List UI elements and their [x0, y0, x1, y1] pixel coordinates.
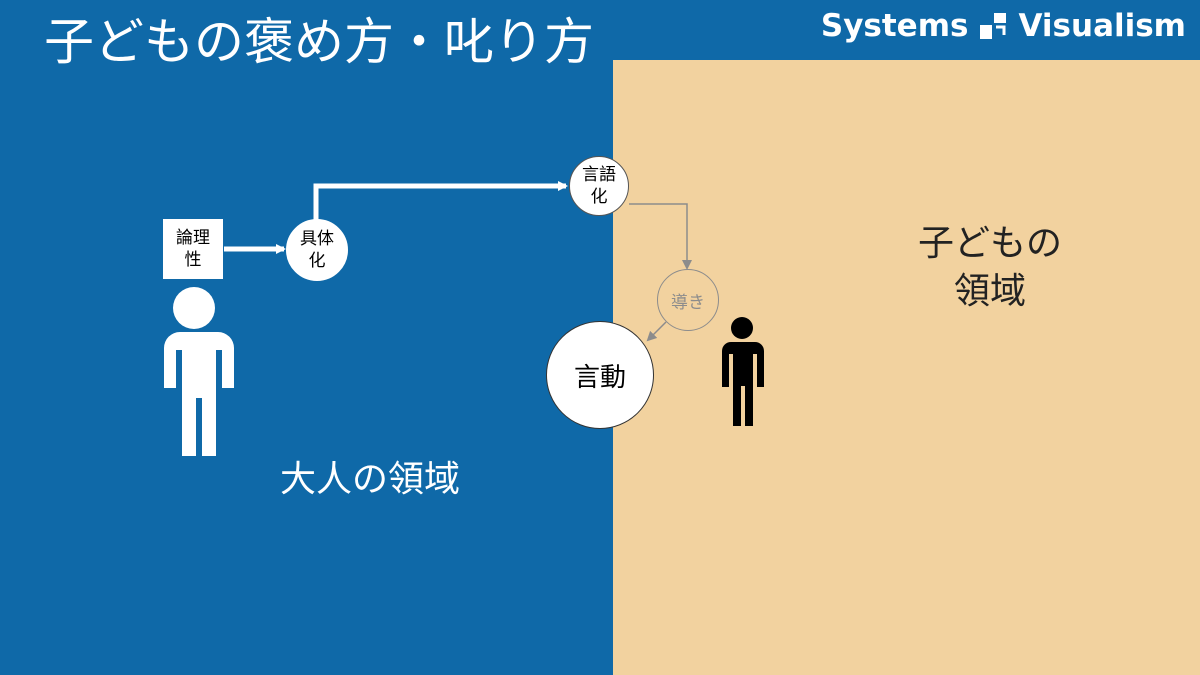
logic-node: 論理性	[163, 219, 223, 279]
adult-area-label: 大人の領域	[280, 459, 461, 500]
logic-node-line1: 論理	[176, 228, 210, 248]
child-area-background	[613, 60, 1200, 675]
child-area-label-line1: 子どもの	[917, 223, 1062, 264]
arrow-verbalize-to-guidance	[629, 203, 692, 270]
verbalize-node-line1: 言語	[582, 165, 616, 185]
brand-icon	[980, 13, 1007, 39]
brand-text-left: Systems	[820, 8, 969, 44]
logic-node-line2: 性	[184, 250, 202, 270]
arrow-concretize-to-verbalize	[313, 181, 568, 220]
guidance-node-label: 導き	[671, 292, 705, 313]
arrow-guidance-to-action	[646, 321, 667, 342]
concretize-node-line1: 具体	[300, 229, 334, 249]
brand-logo: Systems Visualism	[821, 6, 1186, 46]
child-figure-icon	[722, 317, 764, 426]
concretize-node: 具体化	[286, 219, 348, 281]
verbalize-node: 言語化	[569, 156, 629, 216]
brand-text-right: Visualism	[1018, 8, 1186, 44]
child-area-label: 子どもの 領域	[890, 220, 1090, 316]
guidance-node: 導き	[657, 269, 719, 331]
child-area-label-line2: 領域	[953, 271, 1026, 312]
concretize-node-line2: 化	[308, 251, 326, 271]
action-node-label: 言動	[573, 362, 626, 393]
verbalize-node-line2: 化	[590, 187, 608, 207]
action-node: 言動	[546, 321, 654, 429]
page-title: 子どもの褒め方・叱り方	[44, 13, 594, 71]
adult-figure-icon	[164, 287, 234, 456]
